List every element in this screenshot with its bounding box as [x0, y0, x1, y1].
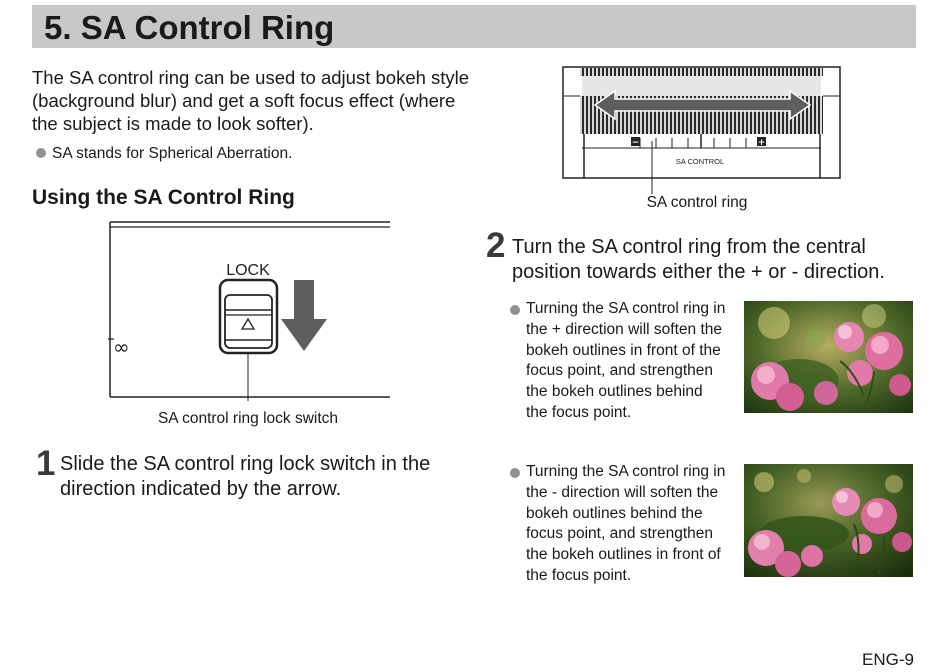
lock-switch-caption: SA control ring lock switch	[157, 410, 339, 427]
minus-direction-effect-text: Turning the SA control ring in the - dir…	[526, 463, 726, 584]
intro-paragraph: The SA control ring can be used to adjus…	[32, 67, 470, 134]
plus-direction-effect-text: Turning the SA control ring in the + dir…	[526, 300, 726, 421]
lock-switch-illustration: ∞ LOCK	[108, 221, 390, 401]
page-number: ENG-9	[862, 650, 914, 669]
subheading: Using the SA Control Ring	[32, 186, 295, 209]
minus-direction-effect: Turning the SA control ring in the - dir…	[510, 462, 726, 587]
infinity-mark: ∞	[113, 335, 130, 359]
minus-direction-rose-photo	[744, 464, 913, 577]
double-arrow-icon	[593, 89, 812, 121]
step-1-text: Slide the SA control ring lock switch in…	[60, 453, 431, 500]
step-1-number: 1	[36, 444, 56, 483]
bullet-dot	[510, 468, 520, 478]
sa-control-scale-label: SA CONTROL	[676, 157, 724, 166]
triangle-icon	[240, 317, 256, 330]
aberration-note: SA stands for Spherical Aberration.	[36, 144, 292, 164]
lock-label: LOCK	[226, 262, 270, 279]
step-2-number: 2	[486, 226, 506, 265]
svg-text:+: +	[758, 138, 766, 148]
plus-direction-rose-photo	[744, 301, 913, 413]
sa-ring-illustration: − + SA CONTROL	[562, 66, 841, 194]
down-arrow-icon	[281, 280, 327, 351]
bullet-dot	[510, 305, 520, 315]
step-2-text: Turn the SA control ring from the centra…	[512, 236, 885, 283]
plus-icon	[757, 137, 766, 146]
plus-direction-effect: Turning the SA control ring in the + dir…	[510, 299, 726, 424]
section-title: 5. SA Control Ring	[44, 8, 334, 48]
section-header-bar	[32, 5, 916, 48]
minus-icon	[631, 137, 640, 146]
bullet-dot	[36, 148, 46, 158]
aberration-note-text: SA stands for Spherical Aberration.	[52, 145, 293, 162]
sa-ring-caption: SA control ring	[646, 194, 748, 211]
svg-text:−: −	[632, 138, 640, 148]
lock-switch-slider	[224, 294, 273, 349]
section-number: 5.	[44, 9, 72, 46]
section-title-text: SA Control Ring	[80, 9, 335, 46]
